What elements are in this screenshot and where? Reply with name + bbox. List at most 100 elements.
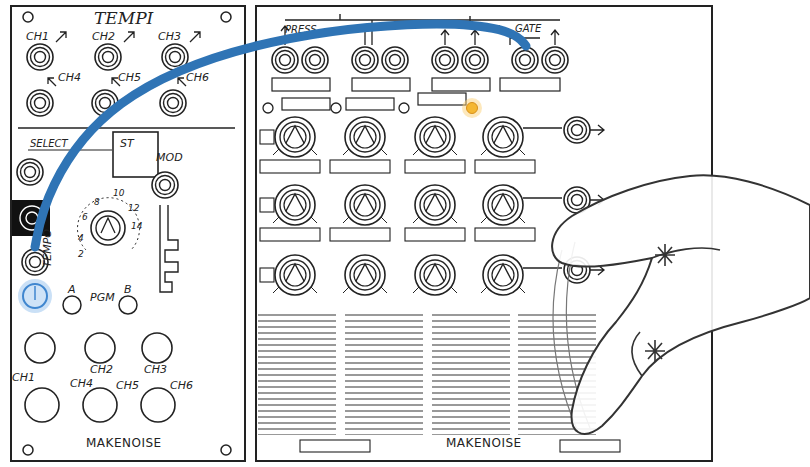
knob	[481, 255, 525, 295]
label-plate	[330, 228, 390, 241]
label-plate	[405, 160, 465, 173]
knob	[343, 255, 387, 295]
knob	[413, 185, 457, 225]
panel-label: ST	[120, 138, 134, 149]
scale-number: 2	[78, 250, 84, 259]
mod-graphic	[160, 205, 178, 292]
hand-crease	[652, 248, 720, 258]
label-plate	[560, 440, 620, 452]
label-rows	[432, 310, 510, 435]
label-plate	[260, 228, 320, 241]
scale-number: 8	[94, 198, 100, 207]
panel-divider	[18, 127, 235, 129]
brand-logo: MAKENOISE	[446, 437, 522, 449]
channel-button	[85, 333, 115, 363]
jack-symbol	[302, 47, 328, 73]
label-plate	[330, 160, 390, 173]
output-arrows	[523, 125, 604, 275]
led	[263, 103, 273, 113]
label-plate	[432, 78, 490, 91]
panel-label: PRESS	[285, 25, 317, 35]
panel-label: CH4	[70, 378, 93, 389]
label-plate	[405, 228, 465, 241]
led	[331, 103, 341, 113]
motion-arc	[566, 242, 590, 428]
label-plate	[282, 98, 330, 110]
panel-label: TEMPO	[42, 229, 53, 267]
jack-symbol	[432, 47, 458, 73]
label-plate	[346, 98, 394, 110]
panel-label: CH5	[118, 72, 141, 83]
jack-symbol	[382, 47, 408, 73]
label-plate	[260, 198, 274, 212]
jack-symbol	[512, 47, 538, 73]
panel-label: CH5	[116, 380, 139, 391]
panel-label: B	[124, 284, 132, 295]
label-plate	[475, 160, 535, 173]
knob	[273, 185, 317, 225]
scale-number: 6	[82, 213, 88, 222]
channel-button	[25, 388, 59, 422]
panel-label: CH3	[144, 364, 167, 375]
knob	[343, 117, 387, 157]
motion-arc	[553, 250, 578, 432]
scale-number: 10	[113, 189, 124, 198]
touch-mark	[645, 340, 665, 362]
screw-hole	[221, 12, 231, 22]
channel-button	[83, 388, 117, 422]
tempo-button	[23, 284, 47, 308]
knob	[273, 255, 317, 295]
scale-number: 12	[128, 204, 139, 213]
screw-hole	[23, 445, 33, 455]
panel-label: CH4	[58, 72, 81, 83]
label-plate	[300, 440, 370, 452]
output-jack	[564, 257, 590, 283]
label-rows	[258, 310, 336, 435]
tempo-knob	[96, 216, 120, 240]
label-plate	[475, 228, 535, 241]
knob	[413, 255, 457, 295]
jack-symbol	[20, 206, 44, 230]
panel-label: CH2	[90, 364, 113, 375]
label-plate	[260, 268, 274, 282]
scale-number: 4	[78, 234, 84, 243]
panel-label: GATE	[515, 24, 541, 34]
jack-symbol	[462, 47, 488, 73]
led	[399, 103, 409, 113]
mod-jack	[152, 172, 178, 198]
lit-led	[467, 103, 478, 114]
patch-jack: GATE	[511, 46, 541, 76]
jack-symbol	[542, 47, 568, 73]
led-glow	[462, 98, 482, 118]
panel-label: CH3	[158, 31, 181, 42]
label-plate	[418, 93, 466, 105]
output-jack	[95, 44, 121, 70]
knob	[481, 117, 525, 157]
output-jack	[564, 117, 590, 143]
channel-button	[142, 333, 172, 363]
label-plate	[272, 78, 330, 91]
tempo-knob	[91, 211, 125, 245]
panel-label: A	[68, 284, 76, 295]
panel-label: CH6	[170, 380, 193, 391]
label-plate	[260, 130, 274, 144]
label-rows	[345, 310, 423, 435]
jack-arrows	[281, 20, 559, 45]
select-jack	[17, 159, 43, 185]
select-line	[28, 149, 112, 150]
label-plate	[500, 78, 560, 91]
output-jack	[160, 90, 186, 116]
jack-symbol	[352, 47, 378, 73]
output-jack	[27, 44, 53, 70]
tempi-panel-art	[10, 12, 235, 455]
panel-label: CH2	[92, 31, 115, 42]
patch-cable	[35, 24, 526, 247]
panel-label: CH1	[26, 31, 49, 42]
jack-symbol	[272, 47, 298, 73]
knob-scale	[78, 198, 140, 250]
display-window	[113, 132, 158, 177]
knob	[273, 117, 317, 157]
